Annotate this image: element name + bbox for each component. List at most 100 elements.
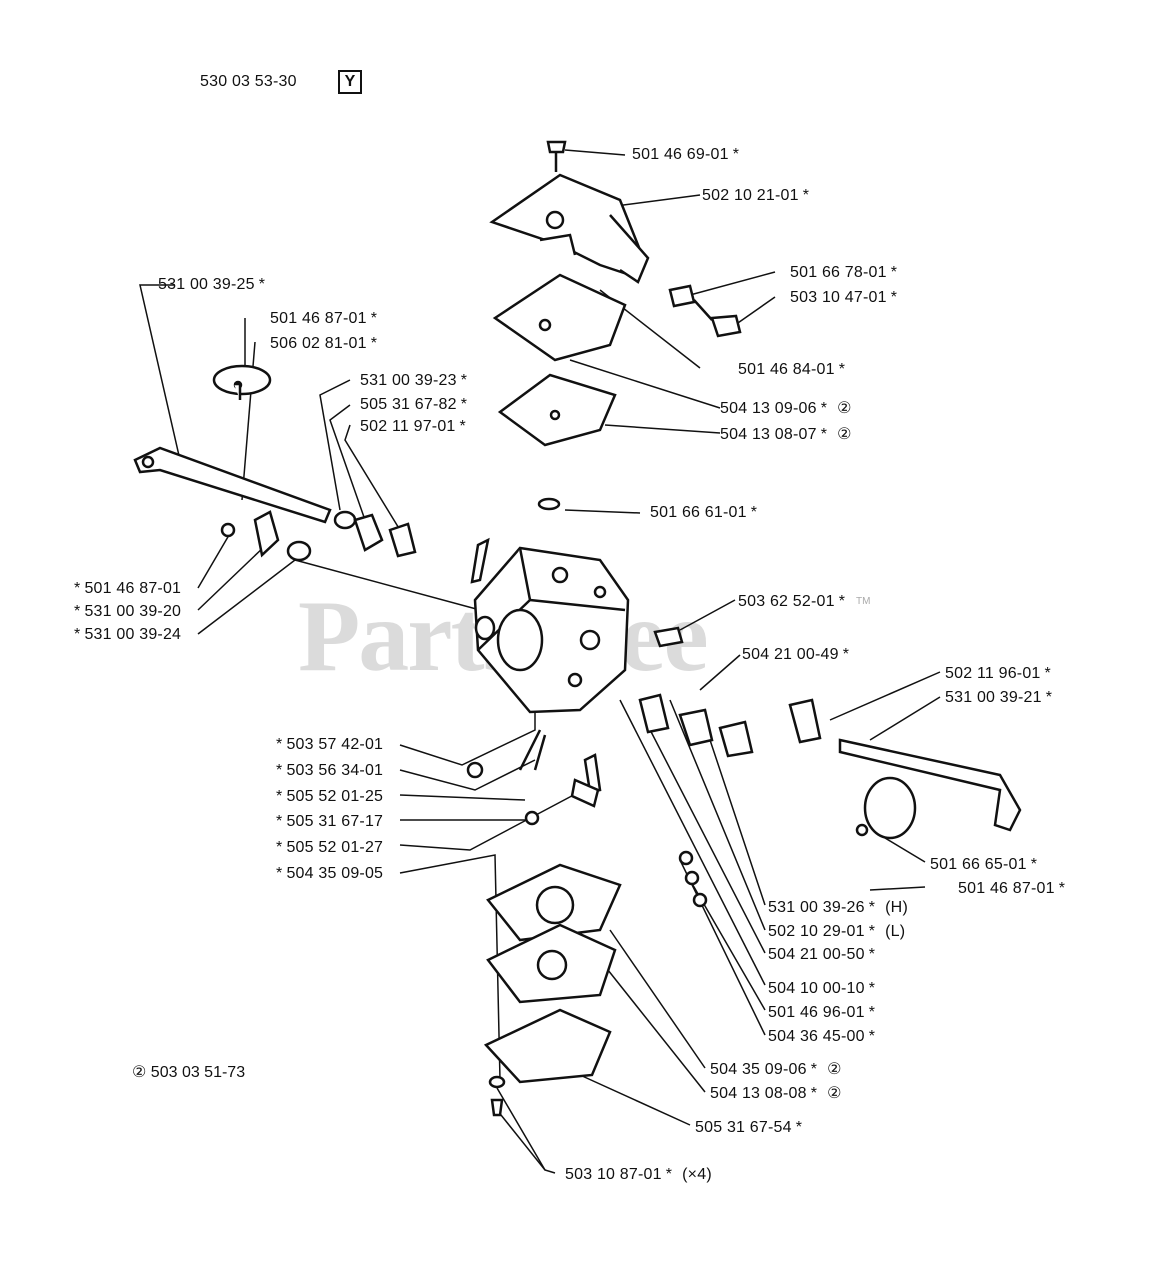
footnote-legend: ② 503 03 51-73 (132, 1062, 245, 1082)
asterisk-marker: * (842, 646, 850, 663)
asterisk-marker: * (276, 762, 283, 779)
part-number: 504 13 08-07 (720, 426, 817, 443)
callout-label: *504 35 09-05 (272, 865, 383, 883)
part-number: 504 35 09-05 (286, 865, 384, 882)
part-number: 504 21 00-49 (742, 646, 839, 663)
asterisk-marker: * (1030, 856, 1038, 873)
asterisk-marker: * (795, 1119, 803, 1136)
adjust-marker: (H) (885, 899, 908, 916)
asterisk-marker: * (732, 146, 740, 163)
part-number: 503 57 42-01 (286, 736, 384, 753)
callout-label: 504 36 45-00* (768, 1028, 879, 1046)
callout-label: 504 35 09-06*② (710, 1061, 842, 1079)
asterisk-marker: * (74, 626, 81, 643)
footnote-part-number: 503 03 51-73 (150, 1064, 246, 1081)
part-number: 504 13 08-08 (710, 1085, 807, 1102)
part-number: 501 46 69-01 (632, 146, 729, 163)
callout-label: 531 00 39-26* (H) (768, 899, 908, 917)
part-number: 531 00 39-21 (945, 689, 1042, 706)
callout-label: 503 10 47-01* (790, 289, 901, 307)
asterisk-marker: * (810, 1085, 818, 1102)
part-number: 531 00 39-25 (158, 276, 255, 293)
callout-label: 502 10 29-01*(L) (768, 923, 905, 941)
asterisk-marker: * (838, 361, 846, 378)
asterisk-marker: * (276, 839, 283, 856)
callout-label: *505 31 67-17 (272, 813, 383, 831)
part-number: 531 00 39-20 (84, 603, 182, 620)
asterisk-marker: * (820, 426, 828, 443)
part-number: 504 35 09-06 (710, 1061, 807, 1078)
part-number: 505 52 01-27 (286, 839, 384, 856)
asterisk-marker: * (459, 418, 466, 435)
asterisk-marker: * (1045, 689, 1053, 706)
quantity-marker: (×4) (682, 1166, 712, 1183)
asterisk-marker: * (276, 813, 283, 830)
asterisk-marker: * (665, 1166, 673, 1183)
callout-label: 502 10 21-01* (702, 187, 813, 205)
asterisk-marker: * (802, 187, 810, 204)
asterisk-marker: * (890, 289, 898, 306)
callout-label: 504 21 00-49* (742, 646, 853, 664)
asterisk-marker: * (460, 396, 468, 413)
footnote-marker: ② (837, 426, 852, 443)
asterisk-marker: * (74, 603, 81, 620)
callout-label: 503 10 87-01*(×4) (565, 1166, 712, 1184)
asterisk-marker: * (868, 899, 876, 916)
part-number: 504 36 45-00 (768, 1028, 865, 1045)
asterisk-marker: * (868, 1004, 876, 1021)
part-number: 503 10 47-01 (790, 289, 887, 306)
part-number: 502 11 96-01 (945, 665, 1041, 682)
part-number: 505 31 67-54 (695, 1119, 792, 1136)
callout-label: 501 66 61-01* (650, 504, 761, 522)
asterisk-marker: * (868, 980, 876, 997)
part-number: 501 46 84-01 (738, 361, 835, 378)
asterisk-marker: * (1058, 880, 1066, 897)
asterisk-marker: * (810, 1061, 818, 1078)
asterisk-marker: * (370, 335, 378, 352)
callout-label: 501 66 65-01* (930, 856, 1041, 874)
callout-label: *531 00 39-24 (70, 626, 181, 644)
callout-label: 501 66 78-01* (790, 264, 901, 282)
callout-label: 506 02 81-01* (270, 335, 381, 353)
part-number: 504 13 09-06 (720, 400, 817, 417)
footnote-symbol: ② (132, 1064, 147, 1081)
adjust-marker: (L) (885, 923, 906, 940)
part-number: 531 00 39-26 (768, 899, 865, 916)
part-number: 501 66 65-01 (930, 856, 1027, 873)
callout-label: 501 46 69-01* (632, 146, 743, 164)
callout-label: 504 13 09-06*② (720, 400, 852, 418)
part-number: 504 10 00-10 (768, 980, 865, 997)
part-number: 501 66 78-01 (790, 264, 887, 281)
part-number: 503 56 34-01 (286, 762, 384, 779)
callout-label: 503 62 52-01* (738, 593, 849, 611)
asterisk-marker: * (820, 400, 828, 417)
asterisk-marker: * (276, 788, 283, 805)
asterisk-marker: * (890, 264, 898, 281)
callout-label: 502 11 96-01* (945, 665, 1055, 683)
callout-label: 501 46 87-01* (958, 880, 1069, 898)
callout-label: 531 00 39-23* (360, 372, 471, 390)
callout-label: 531 00 39-25* (158, 276, 269, 294)
part-number: 501 46 96-01 (768, 1004, 865, 1021)
callout-label: 502 11 97-01* (360, 418, 470, 436)
asterisk-marker: * (838, 593, 846, 610)
asterisk-marker: * (460, 372, 468, 389)
asterisk-marker: * (74, 580, 81, 597)
callout-label: 504 10 00-10* (768, 980, 879, 998)
part-number: 501 46 87-01 (958, 880, 1055, 897)
callout-label: 501 46 87-01* (270, 310, 381, 328)
part-number: 502 11 97-01 (360, 418, 456, 435)
callout-label: *501 46 87-01 (70, 580, 181, 598)
part-number: 505 31 67-17 (286, 813, 384, 830)
part-number: 501 46 87-01 (270, 310, 367, 327)
callout-label: 501 46 96-01* (768, 1004, 879, 1022)
asterisk-marker: * (276, 865, 283, 882)
asterisk-marker: * (1044, 665, 1051, 682)
asterisk-marker: * (868, 923, 876, 940)
asterisk-marker: * (370, 310, 378, 327)
callout-label: *503 56 34-01 (272, 762, 383, 780)
callout-label: 505 31 67-82* (360, 396, 471, 414)
part-number: 505 31 67-82 (360, 396, 457, 413)
